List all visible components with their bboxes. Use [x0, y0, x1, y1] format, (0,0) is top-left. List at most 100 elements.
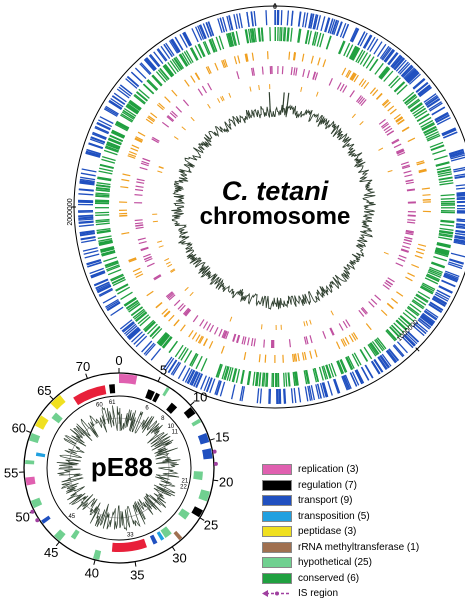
forward-gene-tick	[236, 13, 241, 29]
forward-gene-tick	[449, 259, 464, 265]
forward-gene-tick	[425, 308, 439, 318]
plasmid-gene-number-label: 21	[182, 478, 189, 484]
reverse-gene-tick	[347, 355, 355, 369]
repeat-feature-tick	[393, 143, 402, 149]
forward-gene-tick	[380, 46, 391, 60]
minor-feature-tick	[330, 310, 334, 316]
reverse-gene-tick	[369, 342, 379, 355]
reverse-gene-tick	[108, 138, 122, 145]
forward-gene-tick	[454, 175, 465, 179]
reverse-gene-tick	[98, 170, 113, 175]
minor-feature-tick	[229, 316, 233, 322]
reverse-gene-tick	[314, 368, 319, 382]
reverse-gene-tick	[162, 65, 173, 78]
minor-feature-tick	[169, 268, 175, 272]
reverse-gene-tick	[200, 358, 208, 372]
plasmid-kb-label: 55	[4, 466, 18, 481]
trna-feature-tick	[207, 65, 212, 74]
plasmid-scale-tick	[93, 559, 96, 565]
repeat-feature-tick	[201, 85, 208, 94]
forward-gene-tick	[193, 372, 201, 387]
forward-gene-tick	[86, 258, 101, 265]
forward-gene-tick	[177, 365, 187, 380]
forward-gene-tick	[456, 191, 465, 194]
forward-gene-tick	[454, 173, 465, 177]
reverse-gene-tick	[135, 91, 148, 102]
forward-gene-tick	[297, 11, 302, 27]
legend-item: conserved (6)	[262, 571, 457, 587]
forward-gene-tick	[455, 226, 465, 229]
repeat-feature-tick	[405, 179, 414, 183]
legend-item: rRNA methyltransferase (1)	[262, 540, 457, 556]
forward-gene-tick	[156, 48, 167, 62]
repeat-feature-tick	[342, 85, 348, 93]
trna-feature-tick	[335, 341, 341, 350]
trna-feature-tick	[422, 194, 431, 196]
reverse-gene-tick	[427, 271, 441, 278]
reverse-gene-tick	[111, 130, 125, 138]
reverse-gene-tick	[127, 103, 140, 113]
trna-feature-tick	[134, 137, 143, 143]
reverse-gene-tick	[437, 171, 452, 176]
forward-gene-tick	[417, 84, 431, 95]
plasmid-scale-tick	[199, 517, 205, 521]
reverse-gene-tick	[365, 56, 375, 69]
forward-gene-tick	[415, 81, 429, 93]
reverse-gene-tick	[106, 141, 121, 149]
forward-gene-tick	[297, 387, 302, 403]
trna-feature-tick	[173, 319, 180, 327]
forward-gene-tick	[141, 340, 153, 353]
minor-feature-tick	[300, 86, 303, 92]
forward-gene-tick	[392, 344, 404, 358]
trna-feature-tick	[341, 67, 347, 76]
reverse-gene-tick	[231, 32, 236, 46]
forward-gene-tick	[388, 52, 399, 66]
forward-gene-tick	[431, 106, 446, 116]
reverse-gene-tick	[421, 283, 435, 292]
forward-gene-tick	[363, 34, 373, 49]
reverse-gene-tick	[189, 47, 198, 61]
forward-gene-tick	[391, 55, 403, 69]
forward-gene-tick	[82, 247, 98, 252]
forward-gene-tick	[333, 378, 340, 394]
plasmid-inner-circle	[46, 395, 192, 541]
trna-feature-tick	[164, 310, 171, 318]
forward-gene-tick	[150, 348, 162, 361]
reverse-gene-tick	[164, 64, 174, 77]
trna-feature-tick	[405, 276, 413, 282]
legend-label: regulation (7)	[298, 479, 357, 491]
reverse-gene-tick	[95, 195, 110, 198]
reverse-gene-tick	[428, 268, 443, 275]
reverse-gene-tick	[418, 116, 432, 125]
reverse-gene-tick	[380, 68, 391, 80]
trna-feature-tick	[128, 258, 137, 263]
reverse-gene-tick	[195, 355, 203, 370]
repeat-feature-tick	[405, 231, 414, 234]
plasmid-gc-plot	[56, 405, 181, 532]
reverse-gene-tick	[414, 110, 428, 119]
reverse-gene-tick	[130, 306, 143, 316]
reverse-gene-tick	[397, 317, 410, 328]
reverse-gene-tick	[304, 369, 309, 385]
forward-gene-tick	[373, 41, 383, 55]
repeat-feature-tick	[135, 224, 144, 227]
forward-gene-tick	[443, 131, 458, 139]
reverse-gene-tick	[436, 241, 451, 247]
trna-feature-tick	[224, 59, 228, 68]
reverse-gene-tick	[139, 316, 151, 327]
repeat-feature-tick	[223, 330, 228, 339]
forward-gene-tick	[105, 300, 120, 310]
reverse-gene-tick	[292, 371, 296, 386]
forward-gene-tick	[417, 319, 431, 330]
reverse-gene-tick	[367, 344, 377, 357]
legend-swatch	[262, 464, 292, 476]
reverse-gene-tick	[293, 371, 297, 386]
reverse-gene-tick	[417, 290, 431, 300]
forward-gene-tick	[456, 220, 465, 223]
reverse-gene-tick	[290, 27, 293, 42]
trna-feature-tick	[372, 89, 379, 97]
reverse-gene-tick	[426, 133, 440, 141]
repeat-feature-tick	[401, 164, 410, 168]
reverse-gene-tick	[431, 262, 445, 269]
forward-gene-tick	[214, 380, 221, 395]
